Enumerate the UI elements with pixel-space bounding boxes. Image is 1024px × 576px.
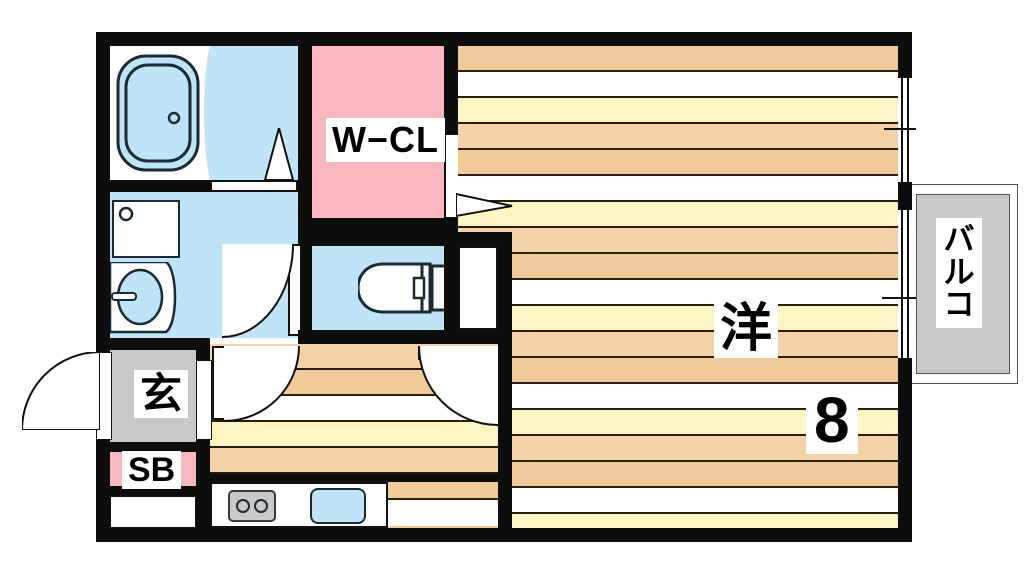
main-room-size-label: 8 xyxy=(806,386,858,454)
vanity-sink-icon xyxy=(110,262,177,334)
main-room-floor xyxy=(458,46,898,528)
entrance-door-swing-icon xyxy=(20,350,101,431)
wall-storage-top xyxy=(458,232,512,246)
wall-toilet-right xyxy=(444,232,458,344)
wall-toilet-top xyxy=(298,232,458,246)
wall-storage-right xyxy=(498,232,512,344)
entry-lower-storage xyxy=(110,496,196,528)
wall-washroom-bottom xyxy=(110,338,210,350)
shoe-box-label: SB xyxy=(122,451,182,489)
wall-sb-bottom xyxy=(110,486,210,496)
window-sash-b xyxy=(907,78,909,182)
walk-in-closet-label: W−CL xyxy=(326,118,445,162)
bath-door-opening[interactable] xyxy=(210,180,298,192)
sliding-door-handle xyxy=(882,297,916,299)
wall-balcony-bottom-stub xyxy=(898,358,912,384)
closet-door-opening[interactable] xyxy=(446,134,458,218)
main-room-label: 洋 xyxy=(714,300,779,358)
bath-door-swing-icon xyxy=(263,128,295,181)
wall-left xyxy=(96,32,110,542)
wall-closet-left xyxy=(298,32,312,232)
wall-closet-bottom xyxy=(298,218,458,232)
washing-machine-drain-icon xyxy=(118,206,134,222)
window-handle xyxy=(884,128,916,130)
closet-folding-door-icon xyxy=(456,192,513,218)
kitchen-sink-icon xyxy=(310,488,366,524)
toilet-icon xyxy=(358,262,448,314)
sliding-door-sash-a xyxy=(901,210,903,358)
wall-right-top-seg xyxy=(898,32,912,78)
wall-toilet-bottom xyxy=(298,330,512,344)
window-sash-a xyxy=(901,78,903,182)
genkan-step-right xyxy=(196,360,212,440)
wall-bath-bottom xyxy=(110,180,210,192)
wall-top xyxy=(96,32,912,46)
two-burner-stove-icon xyxy=(228,490,276,522)
sliding-door-sash-b xyxy=(907,210,909,358)
balcony-label: バ ル コ xyxy=(936,218,982,328)
bathtub-icon xyxy=(110,46,210,180)
wall-balcony-top-stub xyxy=(898,184,912,210)
genkan-label: 玄 xyxy=(134,370,189,418)
storage-closet xyxy=(458,246,498,330)
wall-kitchen-divider xyxy=(210,474,498,482)
wall-sb-top xyxy=(110,442,210,452)
